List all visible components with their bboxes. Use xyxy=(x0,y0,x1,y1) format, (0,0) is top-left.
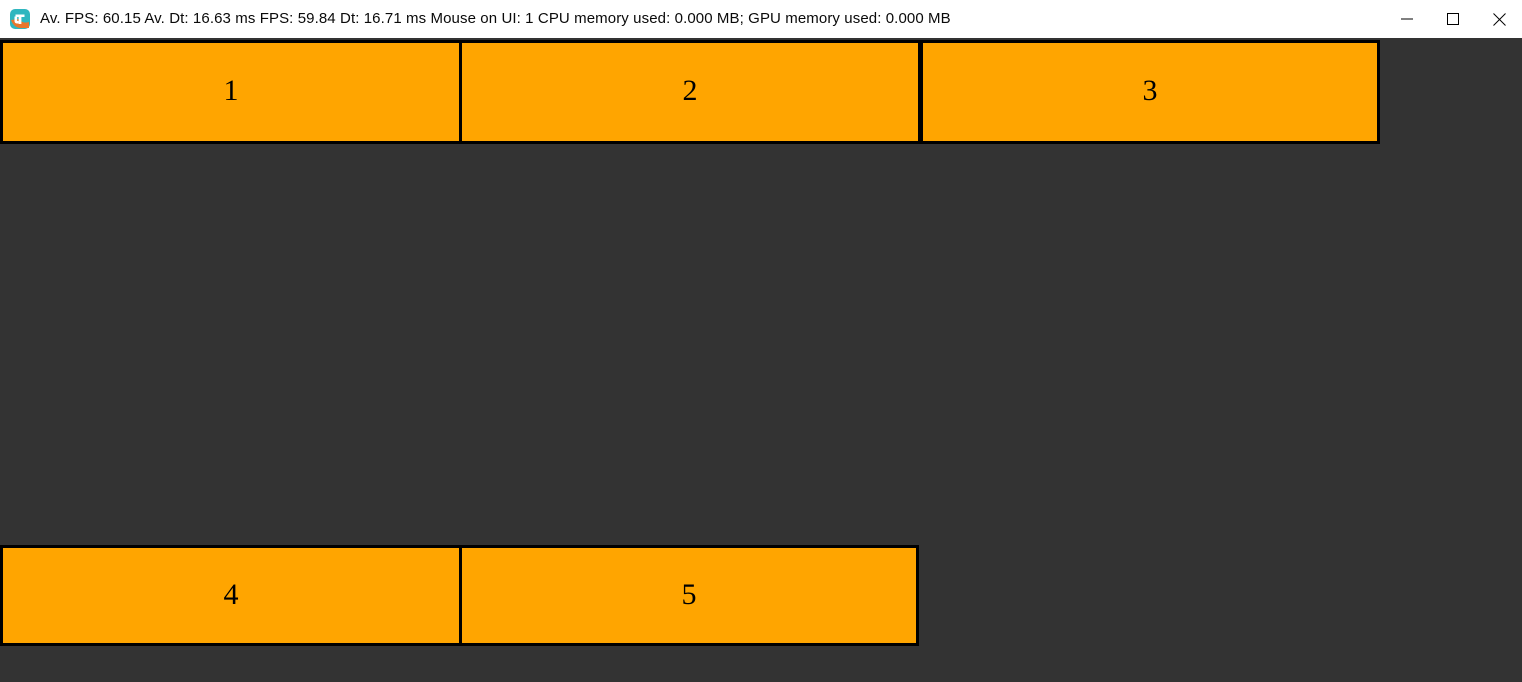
maximize-icon xyxy=(1447,13,1459,25)
ui-panel-3[interactable]: 3 xyxy=(920,40,1380,144)
ui-panel-3-label: 3 xyxy=(1142,74,1158,107)
close-button[interactable] xyxy=(1476,0,1522,38)
maximize-button[interactable] xyxy=(1430,0,1476,38)
minimize-button[interactable] xyxy=(1384,0,1430,38)
ui-panel-5-label: 5 xyxy=(681,577,697,611)
window-controls xyxy=(1384,0,1522,38)
ui-panel-1[interactable]: 1 xyxy=(0,40,462,144)
app-logo-icon xyxy=(9,8,31,30)
ui-panel-5[interactable]: 5 xyxy=(459,545,919,646)
title-bar: Av. FPS: 60.15 Av. Dt: 16.63 ms FPS: 59.… xyxy=(0,0,1522,38)
ui-panel-1-label: 1 xyxy=(223,74,239,107)
render-canvas[interactable]: 1 2 3 4 5 xyxy=(0,38,1522,682)
ui-panel-2[interactable]: 2 xyxy=(459,40,921,144)
window-title-stats: Av. FPS: 60.15 Av. Dt: 16.63 ms FPS: 59.… xyxy=(40,10,951,27)
close-icon xyxy=(1492,12,1506,26)
minimize-icon xyxy=(1401,13,1413,25)
ui-panel-4[interactable]: 4 xyxy=(0,545,462,646)
ui-panel-4-label: 4 xyxy=(223,577,239,611)
ui-panel-2-label: 2 xyxy=(682,74,698,107)
